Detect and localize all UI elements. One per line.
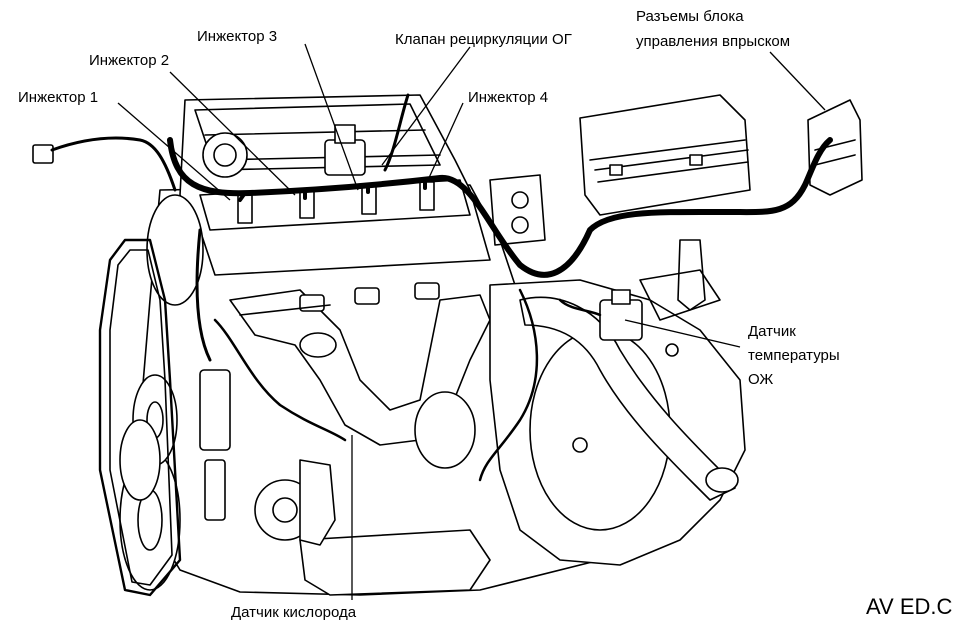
wiring-harness-main	[167, 137, 833, 278]
leader-injector-1	[117, 102, 231, 201]
label-injector-2: Инжектор 2	[89, 52, 170, 69]
corner-code: AV ED.C	[866, 594, 953, 619]
drive-belt	[98, 238, 182, 597]
leader-coolant-temp	[624, 319, 741, 348]
wire-left-loose	[50, 136, 177, 192]
label-egr-valve: Клапан рециркуляции ОГ	[395, 31, 572, 48]
leader-egr	[381, 46, 471, 166]
transmission	[489, 279, 746, 566]
wire-right	[478, 288, 539, 482]
coolant-temp-sensor-housing	[599, 299, 643, 341]
egr-valve-body	[324, 139, 366, 176]
loose-connector	[32, 144, 54, 164]
leader-injector-4	[427, 102, 464, 181]
wire-egr	[383, 93, 410, 172]
label-injector-4: Инжектор 4	[468, 89, 549, 106]
oil-pan	[299, 529, 491, 596]
timing-pulley	[146, 194, 204, 306]
ecu-connector-block	[807, 99, 863, 196]
leader-ecu-connectors	[769, 51, 826, 111]
leader-injector-3	[304, 43, 359, 191]
wire-to-o2	[213, 318, 347, 442]
label-ecu-connectors-line1: Разъемы блока	[636, 8, 744, 25]
label-injector-1: Инжектор 1	[18, 89, 99, 106]
air-filter-box	[579, 94, 751, 216]
ps-pump-pulley	[119, 419, 161, 501]
label-injector-3: Инжектор 3	[197, 28, 278, 45]
leader-injector-2	[169, 71, 296, 196]
wire-down-left	[195, 228, 212, 362]
label-coolant-temp-sensor: Датчик температуры ОЖ	[748, 323, 840, 388]
label-oxygen-sensor: Датчик кислорода	[231, 604, 357, 621]
oil-filter	[414, 391, 476, 469]
label-ecu-connectors-line2: управления впрыском	[636, 33, 791, 50]
wiring-harness-branch	[238, 191, 247, 202]
